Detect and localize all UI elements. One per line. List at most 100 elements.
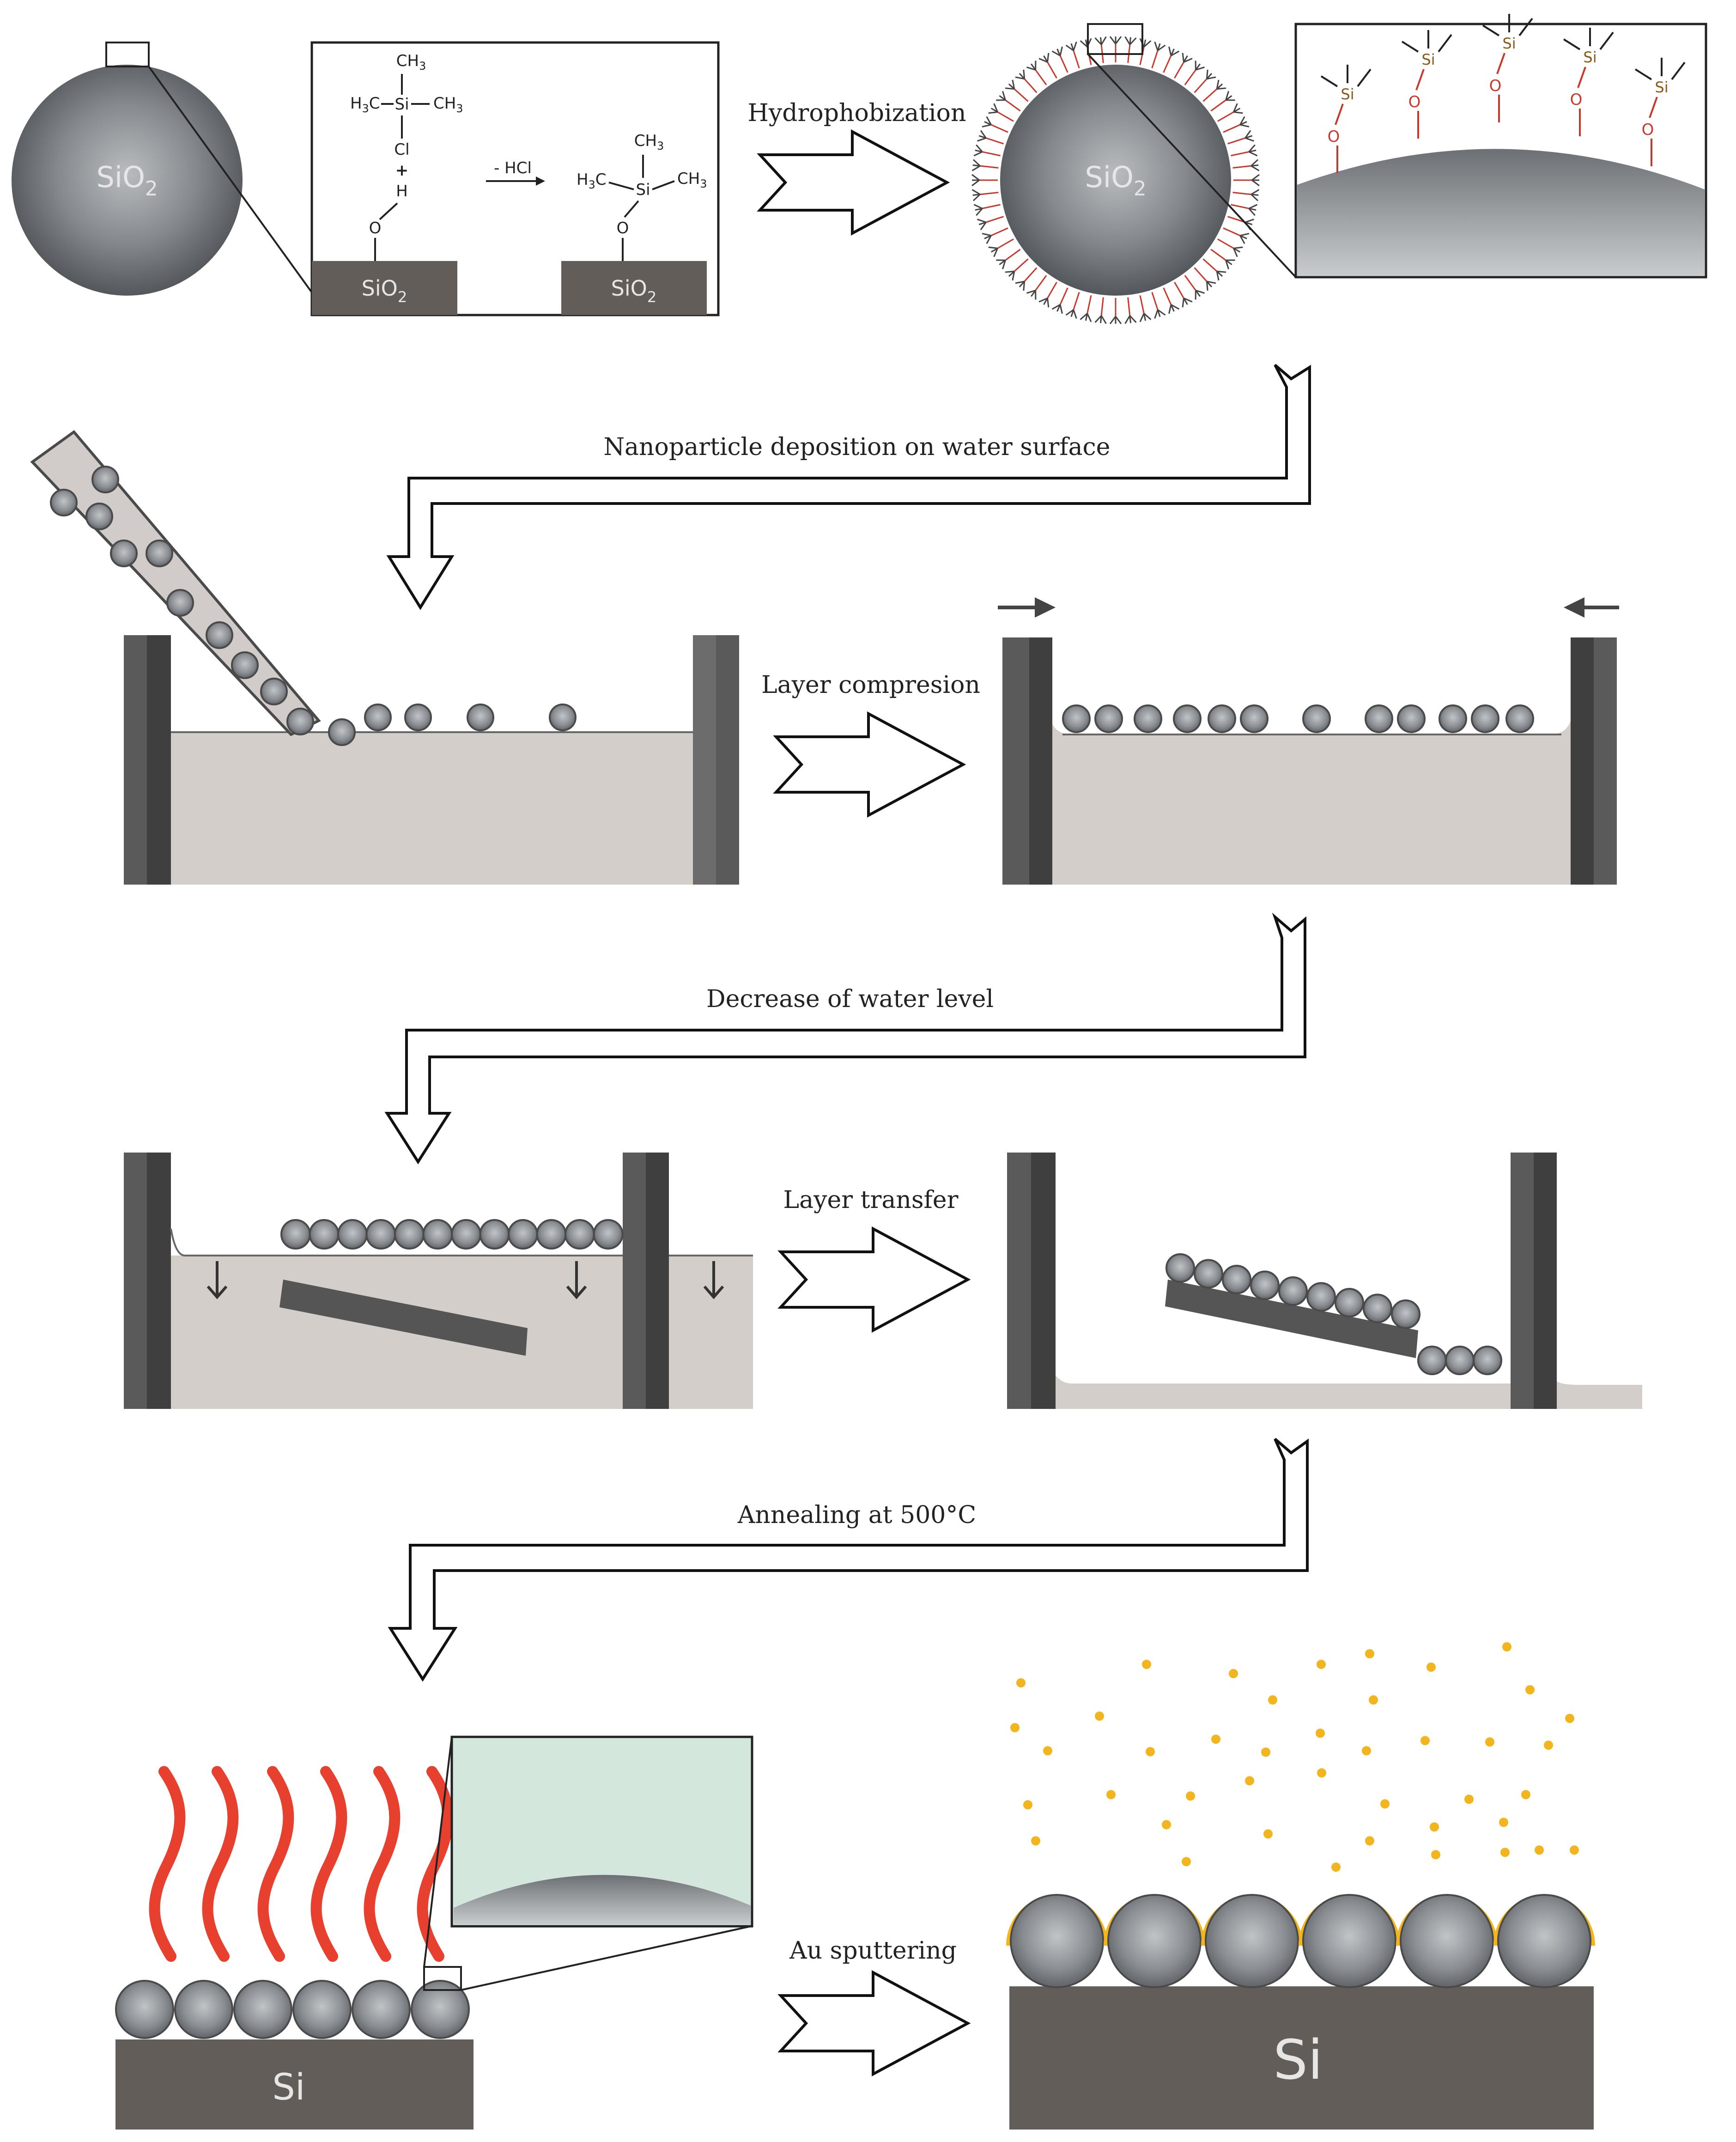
svg-text:H3C: H3C — [350, 94, 380, 115]
ligand-branch — [999, 95, 1006, 101]
ligand-branch — [1026, 67, 1036, 71]
ligand — [1232, 165, 1251, 169]
ligand-branch — [1023, 281, 1026, 291]
ligand — [1005, 249, 1021, 261]
ligand-branch — [1250, 189, 1260, 195]
ligand — [1184, 275, 1196, 291]
ligand — [982, 151, 1001, 157]
ligand-branch — [986, 235, 992, 244]
ligand — [980, 192, 999, 195]
ligand-branch — [980, 222, 987, 231]
zoom-line — [148, 66, 315, 297]
ligand — [1151, 292, 1159, 310]
coated-sphere: SiO2 — [971, 36, 1260, 324]
ligand-branch — [993, 248, 998, 257]
transferred-particle — [1165, 1253, 1195, 1283]
ligand-branch — [1100, 36, 1107, 45]
ligand — [1059, 55, 1068, 73]
ligand-branch — [1143, 40, 1152, 48]
monolayer-particle — [337, 1219, 368, 1250]
methyl-bond — [1518, 18, 1533, 36]
ligand-branch — [1157, 309, 1161, 317]
ligand-branch — [972, 194, 980, 196]
ligand-branch — [1043, 297, 1048, 305]
ligand-branch — [1073, 309, 1077, 319]
ligand — [1202, 88, 1218, 102]
compressed-particle — [1240, 704, 1269, 733]
monolayer-particle — [593, 1219, 624, 1250]
ligand-branch — [984, 121, 992, 126]
ligand — [990, 227, 1008, 237]
ligand-branch — [1129, 315, 1137, 323]
svg-text:CH3: CH3 — [677, 170, 707, 190]
ligand-branch — [1182, 53, 1184, 62]
ligand-branch — [1008, 271, 1015, 277]
ligand-branch — [1240, 124, 1250, 127]
ligand-branch — [1250, 194, 1259, 201]
gold-atom — [1525, 1685, 1535, 1694]
gold-atom — [1010, 1723, 1020, 1732]
gold-atom — [1365, 1649, 1374, 1658]
svg-text:SiO2: SiO2 — [1085, 160, 1147, 200]
trimethylsilyl-product: CH3 H3C Si CH3 O — [577, 132, 707, 261]
ligand-branch — [1124, 315, 1131, 324]
transferred-particle — [1222, 1265, 1251, 1294]
ligand — [1139, 295, 1145, 314]
gold-atom — [1106, 1790, 1116, 1799]
compressed-particle — [1365, 704, 1393, 733]
ligand-branch — [1124, 36, 1131, 45]
compressed-particle — [1471, 704, 1499, 733]
ligand-branch — [1245, 135, 1253, 139]
ligand — [1087, 295, 1092, 314]
step-label-water-level: Decrease of water level — [706, 985, 994, 1013]
transferred-particle — [1445, 1346, 1475, 1375]
ligand — [1047, 282, 1057, 299]
ligand — [1035, 275, 1047, 291]
compressed-particle — [1094, 704, 1123, 733]
silicon-label: Si — [1421, 51, 1435, 68]
ligand-branch — [1026, 290, 1036, 294]
hydrophobization-arrow — [757, 129, 950, 236]
ligand-branch — [1233, 103, 1238, 113]
ligand — [1231, 151, 1249, 157]
level-arrows — [206, 1261, 724, 1299]
ligand — [1174, 282, 1184, 299]
monolayer-particle — [451, 1219, 481, 1250]
substrate-slide-lifted — [1165, 1280, 1418, 1358]
ligand-branch — [1051, 50, 1061, 56]
ligand-branch — [1065, 44, 1074, 51]
silane-bond — [1649, 97, 1658, 118]
transferred-particles — [1165, 1253, 1502, 1375]
inset-substrate-right — [561, 261, 707, 315]
gold-atom — [1502, 1642, 1511, 1651]
gold-atom — [1261, 1748, 1270, 1757]
ligand-branch — [1171, 50, 1180, 56]
ligand-branch — [990, 108, 998, 113]
heat-wave — [149, 1766, 186, 1962]
gold-atom — [1162, 1820, 1171, 1829]
ligand-branch — [988, 246, 998, 249]
ligand-branch — [1170, 49, 1175, 56]
ligand — [1024, 267, 1038, 282]
gold-atom — [1245, 1776, 1254, 1785]
ligand-branch — [972, 194, 981, 201]
compressed-particle — [1062, 704, 1091, 733]
ligand-branch — [1245, 137, 1254, 142]
floating-particle — [404, 704, 432, 731]
gold-coated-particle — [1299, 1894, 1400, 1988]
annealed-particle — [115, 1980, 174, 2039]
gold-atom — [1535, 1845, 1544, 1855]
ligand-branch — [1225, 95, 1232, 101]
pipette-particle — [166, 589, 194, 617]
si-substrate-large — [1009, 1986, 1594, 2130]
gold-atom — [1016, 1678, 1026, 1687]
ligand-branch — [1073, 42, 1077, 51]
ligand-branch — [1005, 270, 1014, 273]
ligand-branch — [1019, 281, 1025, 288]
gold-atom — [1369, 1695, 1378, 1705]
gold-atom — [1331, 1863, 1341, 1872]
ligand-branch — [973, 151, 983, 157]
ligand-branch — [1206, 281, 1208, 291]
ligand-branch — [993, 103, 998, 113]
